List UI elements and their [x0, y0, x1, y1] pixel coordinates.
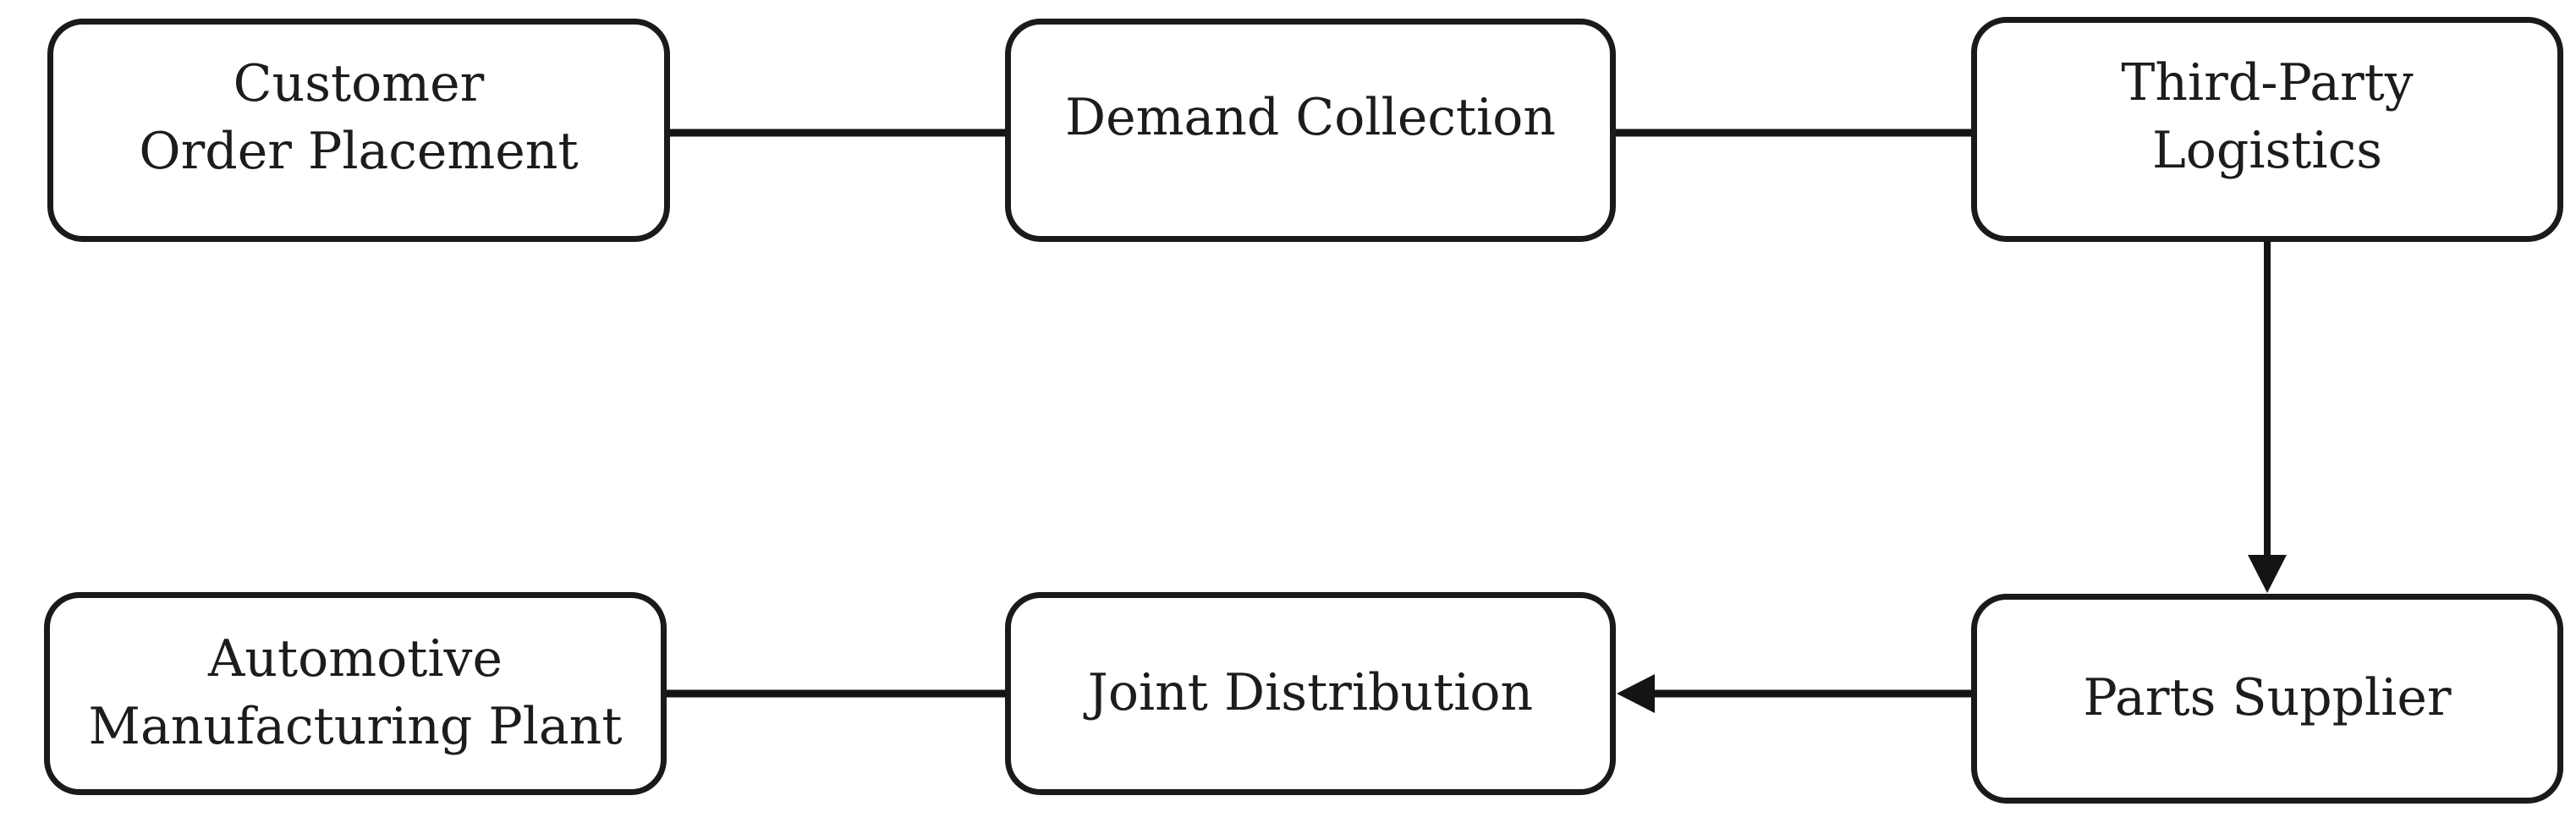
- edge-logistics-to-parts-arrowhead: [2248, 555, 2287, 593]
- node-demand-collection-label: Demand Collection: [1065, 88, 1556, 148]
- node-parts-supplier: Parts Supplier: [1971, 594, 2563, 804]
- node-joint-distribution: Joint Distribution: [1005, 592, 1616, 795]
- node-customer-order-placement-label: Customer Order Placement: [139, 54, 579, 181]
- node-third-party-logistics-label: Third-Party Logistics: [2121, 53, 2414, 180]
- node-third-party-logistics: Third-Party Logistics: [1971, 17, 2563, 242]
- node-parts-supplier-label: Parts Supplier: [2083, 668, 2452, 728]
- node-automotive-manufacturing-plant-label: Automotive Manufacturing Plant: [88, 629, 623, 756]
- node-customer-order-placement: Customer Order Placement: [47, 19, 670, 242]
- edge-parts-to-joint-arrowhead: [1617, 674, 1655, 713]
- node-automotive-manufacturing-plant: Automotive Manufacturing Plant: [44, 592, 667, 795]
- node-demand-collection: Demand Collection: [1005, 19, 1616, 242]
- node-joint-distribution-label: Joint Distribution: [1087, 663, 1534, 723]
